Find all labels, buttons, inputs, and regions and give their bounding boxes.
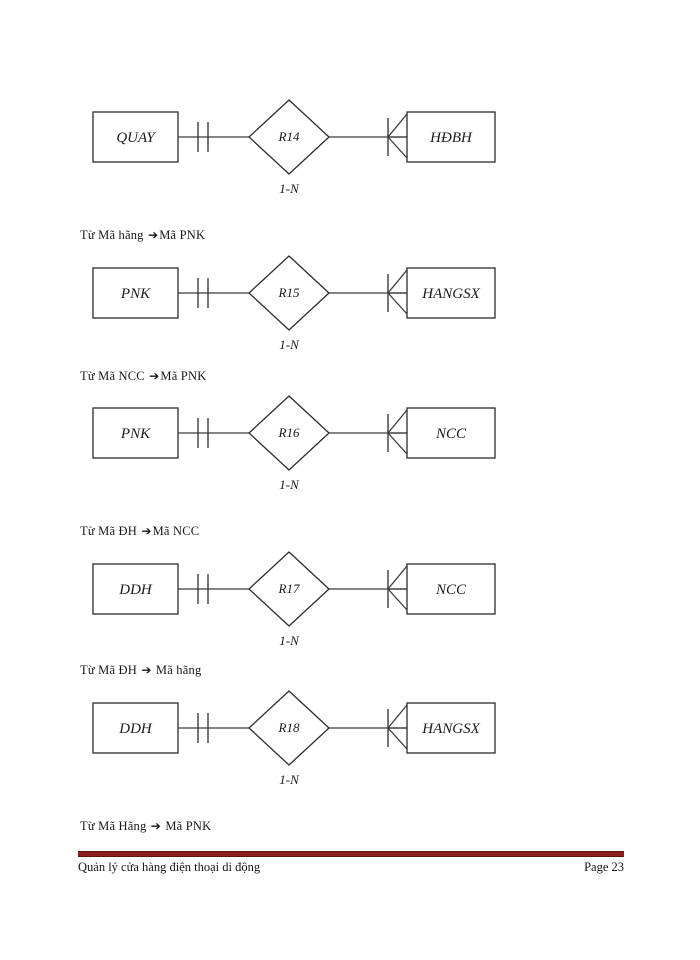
entity-label-right: HANGSX [421,721,480,737]
relationship-diamond [248,551,330,627]
relationship-diamond [248,690,330,766]
arrow-icon: ➔ [149,369,160,383]
caption-1-after: Mã PNK [159,228,206,242]
footer: Quản lý cửa hàng điện thoại di động Page… [78,860,624,875]
entity-box-left [92,563,179,615]
entity-box-right [406,702,496,754]
arrow-icon: ➔ [150,819,161,833]
caption-4-before: Từ Mã ĐH [80,663,141,677]
caption-1-before: Từ Mã hãng [80,228,147,242]
entity-box-right [406,111,496,163]
crows-foot-prong-bottom [387,432,408,455]
entity-box-right [406,267,496,319]
caption-2-before: Từ Mã NCC [80,369,149,383]
caption-3-after: Mã NCC [152,524,200,538]
caption-3-before: Từ Mã ĐH [80,524,141,538]
er-diagram-r14: QUAY R14 HĐBH 1-N [0,92,700,202]
entity-label-left: DDH [118,582,153,598]
cardinality-label: 1-N [279,772,300,787]
footer-divider [78,851,624,857]
er-diagram-r15: PNK R15 HANGSX 1-N [0,248,700,358]
caption-1: Từ Mã hãng ➔Mã PNK [80,228,205,243]
entity-label-right: HĐBH [429,130,473,146]
footer-title: Quản lý cửa hàng điện thoại di động [78,860,261,874]
relationship-diamond [248,255,330,331]
entity-label-left: PNK [120,286,151,302]
arrow-icon: ➔ [141,663,152,677]
crows-foot-prong-top [387,704,408,729]
relationship-diamond [248,99,330,175]
crows-foot-prong-top [387,409,408,434]
entity-box-right [406,563,496,615]
crows-foot-prong-top [387,565,408,590]
crows-foot-prong-top [387,113,408,138]
entity-box-left [92,111,179,163]
caption-5-before: Từ Mã Hãng [80,819,150,833]
er-diagram-r16: PNK R16 NCC 1-N [0,388,700,498]
arrow-icon: ➔ [147,228,159,242]
crows-foot-prong-bottom [387,292,408,315]
entity-box-left [92,407,179,459]
relationship-label: R14 [278,129,300,144]
crows-foot-prong-top [387,269,408,294]
entity-label-left: PNK [120,426,151,442]
cardinality-label: 1-N [279,337,300,352]
caption-5-after: Mã PNK [162,819,212,833]
caption-4: Từ Mã ĐH ➔ Mã hãng [80,663,201,678]
cardinality-label: 1-N [279,181,300,196]
relationship-label: R16 [278,425,300,440]
crows-foot-prong-bottom [387,727,408,750]
caption-5: Từ Mã Hãng ➔ Mã PNK [80,819,211,834]
entity-box-left [92,267,179,319]
er-diagram-r17: DDH R17 NCC 1-N [0,544,700,654]
er-diagram-r18: DDH R18 HANGSX 1-N [0,683,700,793]
entity-box-left [92,702,179,754]
caption-2-after: Mã PNK [160,369,207,383]
cardinality-label: 1-N [279,477,300,492]
entity-label-right: NCC [435,582,467,598]
relationship-label: R15 [278,285,300,300]
arrow-icon: ➔ [141,524,152,538]
entity-label-right: NCC [435,426,467,442]
crows-foot-prong-bottom [387,588,408,611]
relationship-label: R17 [278,581,300,596]
crows-foot-prong-bottom [387,136,408,159]
entity-label-left: QUAY [116,130,156,146]
relationship-diamond [248,395,330,471]
relationship-label: R18 [278,720,300,735]
cardinality-label: 1-N [279,633,300,648]
entity-label-left: DDH [118,721,153,737]
entity-box-right [406,407,496,459]
caption-2: Từ Mã NCC ➔Mã PNK [80,369,206,384]
caption-4-after: Mã hãng [152,663,202,677]
entity-label-right: HANGSX [421,286,480,302]
footer-page-number: Page 23 [584,860,624,874]
caption-3: Từ Mã ĐH ➔Mã NCC [80,524,199,539]
